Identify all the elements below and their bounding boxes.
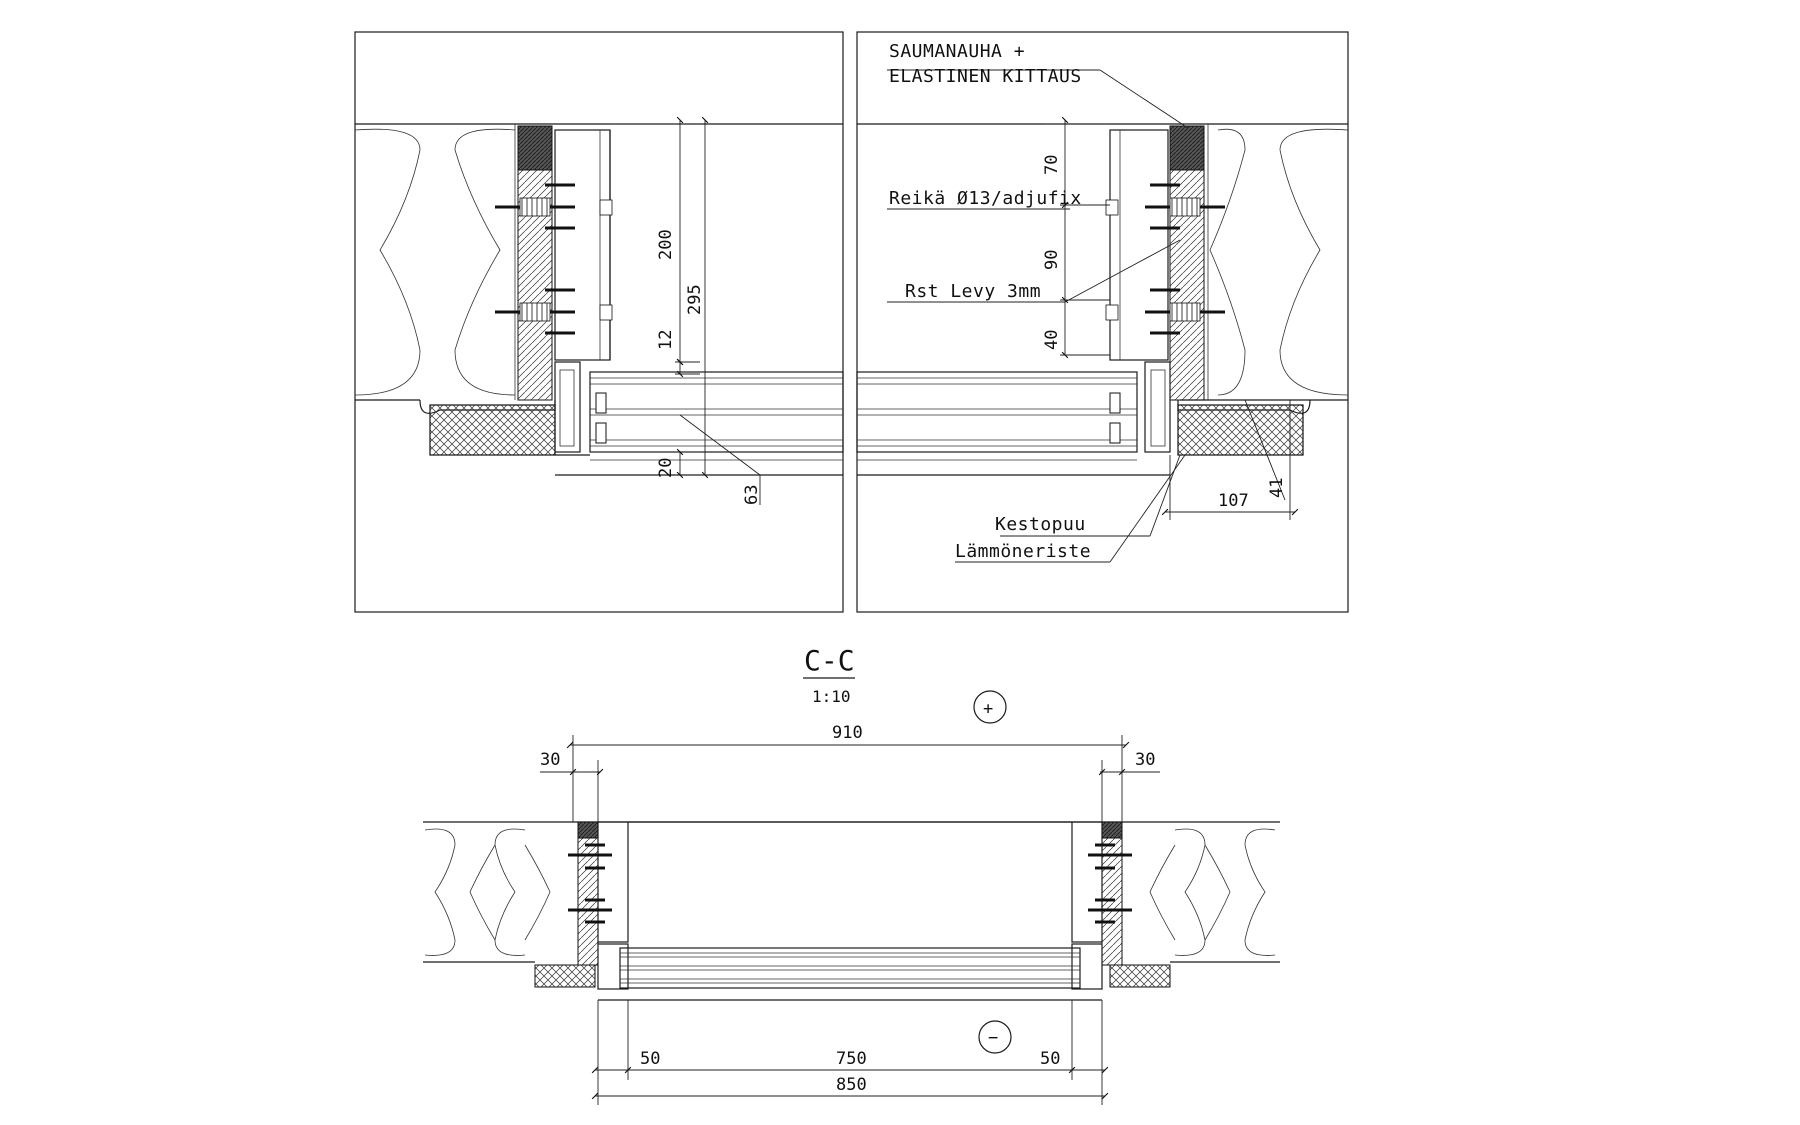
frame-top-right (856, 31, 1349, 613)
glazing-section (619, 947, 1081, 989)
section-header: C-C 1:10 + − (803, 644, 1012, 1054)
minus-symbol: − (988, 1028, 998, 1048)
dim-30-right: 30 (1135, 750, 1155, 770)
section-title: C-C (804, 644, 855, 677)
dim-20: 20 (656, 458, 676, 478)
detail-top-left: 200 295 12 20 63 (354, 31, 844, 613)
annotation-seam-band: SAUMANAUHA + (889, 41, 1025, 62)
dim-200: 200 (656, 229, 676, 260)
minus-symbol-circle (978, 1020, 1012, 1054)
dim-850: 850 (836, 1075, 867, 1095)
section-cc: 910 30 30 50 750 50 850 (423, 723, 1280, 1105)
dim-295: 295 (685, 284, 705, 315)
dim-910: 910 (832, 723, 863, 743)
annotation-plate: Rst Levy 3mm (905, 281, 1041, 302)
glazing-left (589, 371, 844, 453)
annotation-kestopuu: Kestopuu (995, 514, 1086, 535)
dim-70: 70 (1042, 155, 1062, 175)
annotation-insulation: Lämmöneriste (955, 541, 1091, 562)
dim-63: 63 (742, 485, 762, 505)
glazing-right (856, 371, 1138, 453)
insulation-wave (354, 128, 421, 396)
dim-40: 40 (1042, 330, 1062, 350)
dim-41: 41 (1267, 478, 1287, 498)
dim-12: 12 (656, 330, 676, 350)
annotation-hole: Reikä Ø13/adjufix (889, 188, 1082, 209)
dim-90: 90 (1042, 250, 1062, 270)
dim-50-left: 50 (640, 1049, 660, 1069)
plus-symbol-circle (973, 690, 1007, 724)
dim-107: 107 (1218, 491, 1249, 511)
frame-top-left (354, 31, 844, 613)
annotation-elastic-seal: ELASTINEN KITTAUS (889, 66, 1082, 87)
dim-50-right: 50 (1040, 1049, 1060, 1069)
plus-symbol: + (983, 699, 993, 719)
dim-30-left: 30 (540, 750, 560, 770)
section-scale: 1:10 (812, 687, 851, 706)
detail-top-right: 70 90 40 107 41 SAUMANAUHA + ELASTINEN K… (856, 31, 1349, 613)
dim-750: 750 (836, 1049, 867, 1069)
